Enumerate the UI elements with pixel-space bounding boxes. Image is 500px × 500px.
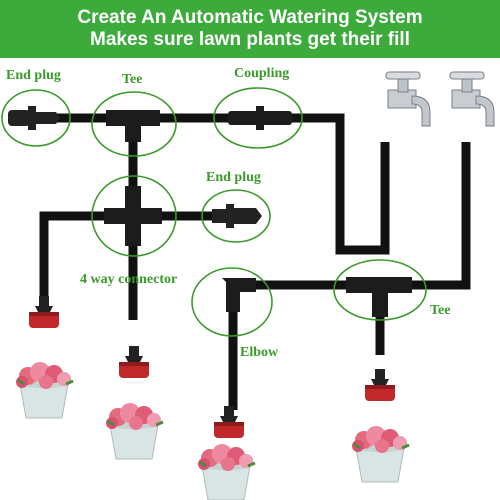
dripper-icon xyxy=(29,296,59,328)
tee-fitting xyxy=(106,110,160,142)
label-four-way-connector: 4 way connector xyxy=(80,272,178,287)
label-coupling: Coupling xyxy=(234,66,290,81)
label-end-plug: End plug xyxy=(6,68,61,83)
flower-pot-icon xyxy=(104,401,165,461)
flower-pot-icon xyxy=(14,360,75,420)
end-plug-fitting xyxy=(8,106,60,130)
banner-line-2: Makes sure lawn plants get their fill xyxy=(90,29,410,50)
dripper-icon xyxy=(365,369,395,401)
label-tee-2: Tee xyxy=(430,303,451,318)
label-end-plug-2: End plug xyxy=(206,170,261,185)
elbow-fitting xyxy=(222,278,256,312)
faucet-icon xyxy=(385,71,431,127)
tee-fitting-2 xyxy=(346,277,412,317)
dripper-icon xyxy=(214,406,244,438)
flower-pot-icon xyxy=(350,424,411,484)
title-banner: Create An Automatic Watering System Make… xyxy=(0,0,500,58)
flower-pot-icon xyxy=(196,442,257,500)
coupling-fitting xyxy=(228,106,292,130)
end-plug-fitting-2 xyxy=(212,204,262,228)
label-elbow: Elbow xyxy=(240,345,279,360)
dripper-icon xyxy=(119,346,149,378)
label-tee: Tee xyxy=(122,72,143,87)
highlight-ellipses xyxy=(1,87,427,337)
banner-line-1: Create An Automatic Watering System xyxy=(77,7,423,28)
four-way-connector xyxy=(104,186,162,246)
faucet-icon xyxy=(449,71,495,127)
